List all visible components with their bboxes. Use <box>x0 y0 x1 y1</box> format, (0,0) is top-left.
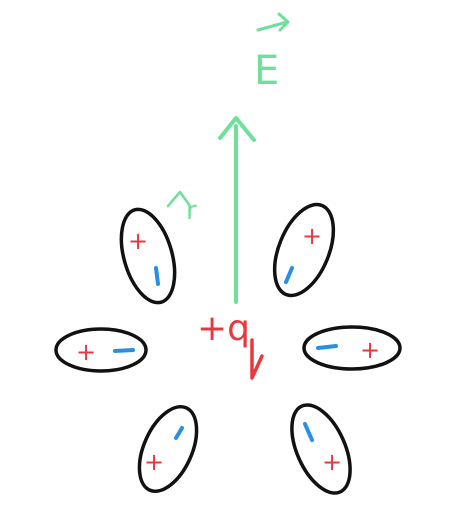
positive-sign: + <box>302 222 322 250</box>
dipole-outline <box>137 404 199 494</box>
dipole-outline <box>302 325 402 371</box>
field-arrow <box>218 116 256 304</box>
negative-sign <box>303 422 314 442</box>
charge-label: +q <box>197 308 250 349</box>
r-label-arrow <box>166 190 192 208</box>
central-charge: +q <box>197 308 264 380</box>
dipole-upper-right: + <box>272 202 336 298</box>
dipole-lower-left: + <box>137 404 199 494</box>
negative-sign <box>154 266 160 286</box>
negative-sign <box>113 348 135 353</box>
field-arrow-head <box>218 116 256 142</box>
dipole-mid-left: + <box>54 327 148 373</box>
dipole-outline <box>119 207 177 305</box>
r-label-text: r <box>186 196 197 226</box>
dipole-outline <box>272 202 336 298</box>
field-vector-arrowhead <box>277 12 290 32</box>
dipole-outline <box>54 327 148 373</box>
negative-sign <box>174 426 184 440</box>
field-vector-bar <box>256 20 289 32</box>
dipole-mid-right: + <box>302 325 402 371</box>
dipole-lower-right: + <box>290 403 352 495</box>
dipole-outline <box>290 403 352 495</box>
field-label: E <box>254 12 290 94</box>
charge-label-tail <box>250 338 264 380</box>
positive-sign: + <box>360 336 380 364</box>
positive-sign: + <box>144 448 164 476</box>
negative-sign <box>284 266 294 284</box>
dipole-upper-left: + <box>119 207 177 305</box>
negative-sign <box>316 344 338 350</box>
field-label-text: E <box>254 48 279 94</box>
positive-sign: + <box>76 338 96 366</box>
positive-sign: + <box>128 227 148 255</box>
positive-sign: + <box>322 448 342 476</box>
r-label: r <box>166 190 197 226</box>
